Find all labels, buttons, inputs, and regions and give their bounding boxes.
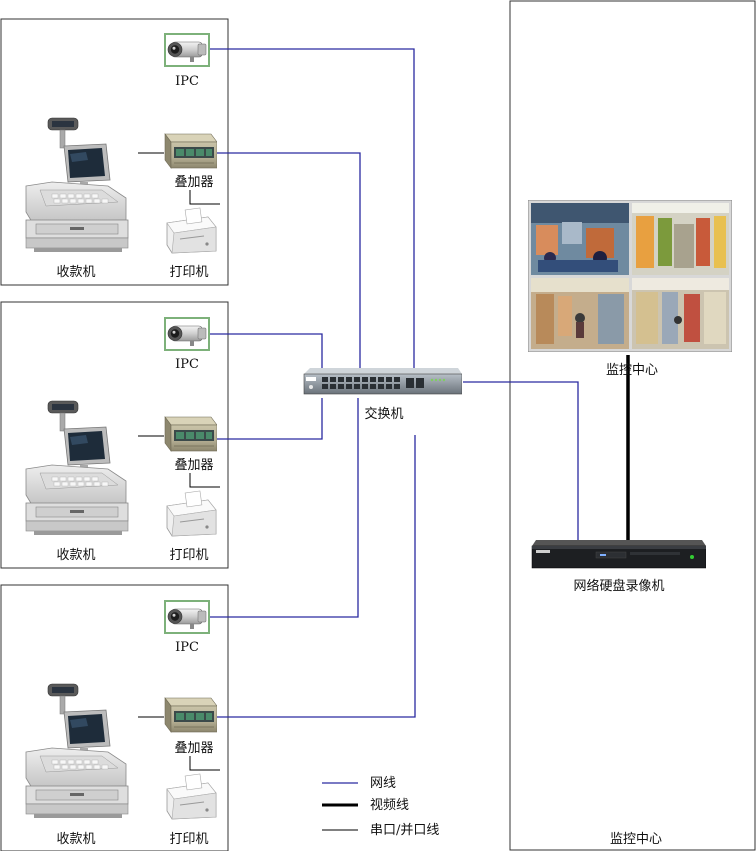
cash-register-icon [25, 400, 129, 536]
printer-icon [160, 205, 220, 257]
cash-register-label: 收款机 [56, 265, 95, 280]
nvr-label: 网络硬盘录像机 [573, 578, 664, 594]
counter-group-2-box [0, 301, 229, 569]
legend-video-label: 视频线 [370, 798, 409, 813]
cash-register-icon [25, 683, 129, 819]
legend: 网线 视频线 串口/并口线 [322, 776, 439, 838]
cash-register-label: 收款机 [56, 832, 95, 847]
net-line-ipc-2 [207, 333, 323, 368]
monitor-center-label: 监控中心 [606, 363, 658, 378]
cash-register-icon [25, 117, 129, 253]
printer-label: 打印机 [169, 548, 208, 563]
ipc-label: IPC [175, 640, 199, 655]
printer-icon [160, 488, 220, 540]
overlay-label: 叠加器 [174, 741, 213, 756]
net-line-ipc-1 [207, 48, 415, 370]
network-lines [207, 48, 579, 718]
printer-label: 打印机 [169, 265, 208, 280]
overlay-device-icon [164, 133, 217, 169]
printer-icon [160, 771, 220, 823]
ipc-camera-icon [164, 33, 210, 67]
counter-group-3-box [0, 584, 229, 851]
net-line-switch-nvr [463, 381, 579, 540]
switch-label: 交换机 [364, 406, 403, 422]
counter-group-1-box [0, 18, 229, 286]
monitor-center-box-label: 监控中心 [610, 832, 662, 847]
ipc-camera-icon [164, 317, 210, 351]
net-line-overlay-3 [216, 435, 416, 718]
network-switch-icon [303, 368, 462, 395]
monitor-center-box [509, 0, 756, 851]
overlay-device-icon [164, 416, 217, 452]
legend-serial-label: 串口/并口线 [370, 823, 439, 838]
ipc-label: IPC [175, 74, 199, 89]
ipc-camera-icon [164, 600, 210, 634]
net-line-ipc-3 [207, 398, 359, 618]
nvr-recorder-icon [531, 540, 706, 569]
ipc-label: IPC [175, 357, 199, 372]
cash-register-label: 收款机 [56, 548, 95, 563]
overlay-device-icon [164, 697, 217, 733]
net-line-overlay-2 [216, 398, 323, 440]
overlay-label: 叠加器 [174, 175, 213, 190]
serial-lines [138, 152, 220, 771]
overlay-label: 叠加器 [174, 458, 213, 473]
legend-network-label: 网线 [370, 776, 396, 791]
net-line-overlay-1 [216, 152, 361, 370]
printer-label: 打印机 [169, 832, 208, 847]
monitor-wall-icon [528, 200, 732, 352]
